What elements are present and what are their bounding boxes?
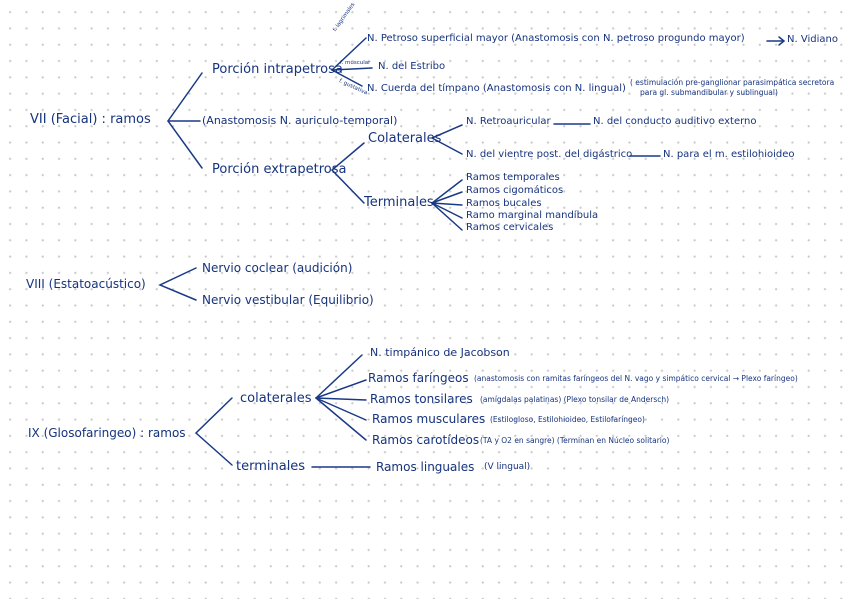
arrow-vidiano xyxy=(766,36,786,46)
line-intra-cuerda xyxy=(331,69,363,87)
facial-colaterales: Colaterales xyxy=(368,131,442,146)
facial-retroauricular: N. Retroauricular xyxy=(466,116,551,127)
facial-root: VII (Facial) : ramos xyxy=(30,112,151,127)
facial-cuerda-note-2: para gl. submandibular y sublingual) xyxy=(640,88,778,97)
ix-musculares: Ramos musculares xyxy=(372,412,486,426)
facial-cuerda: N. Cuerda del tímpano (Anastomosis con N… xyxy=(367,83,626,94)
ix-colaterales: colaterales xyxy=(240,391,312,406)
facial-estilohioideo: N. para el m. estilohioideo xyxy=(663,149,795,160)
viii-coclear: Nervio coclear (audición) xyxy=(202,261,353,275)
line-ix-col-musculares xyxy=(315,397,367,421)
facial-extrapetrosa: Porción extrapetrosa xyxy=(212,162,347,177)
facial-ramo-5: Ramos cervicales xyxy=(466,222,554,233)
brace-extra xyxy=(330,142,365,204)
brace-colaterales xyxy=(430,124,463,155)
ix-linguales: Ramos linguales xyxy=(376,460,475,474)
line-term-1 xyxy=(431,191,463,204)
facial-intrapetrosa: Porción intrapetrosa xyxy=(212,62,343,77)
ix-musculares-note: (Estilogloso, Estilohioideo, Estilofarín… xyxy=(490,415,645,424)
facial-sub-label-2: f. muscular xyxy=(340,60,371,66)
facial-auriculo: (Anastomosis N. auriculo-temporal) xyxy=(202,114,398,127)
facial-estribo: N. del Estribo xyxy=(378,61,446,72)
ix-terminales: terminales xyxy=(236,459,306,474)
ix-carotideos: Ramos carotídeos xyxy=(372,433,480,447)
ix-carotideos-note: (TA y O2 en sangre) (Terminan en Núcleo … xyxy=(480,436,670,445)
ix-tonsilares: Ramos tonsilares xyxy=(370,392,473,406)
facial-petroso: N. Petroso superficial mayor (Anastomosi… xyxy=(367,33,745,44)
ix-timpanico: N. timpánico de Jacobson xyxy=(370,346,510,359)
brace-viii xyxy=(158,267,197,301)
ix-faringeos-note: (anastomosis con ramitas faríngeos del N… xyxy=(474,374,798,383)
facial-vidiano: N. Vidiano xyxy=(787,34,838,45)
line-term-3 xyxy=(431,202,463,219)
facial-ramo-3: Ramos bucales xyxy=(466,198,542,209)
facial-digastrico: N. del vientre post. del digástrico xyxy=(466,149,633,160)
line-intra-petroso xyxy=(331,37,367,71)
line-ix-col-carotideos xyxy=(315,397,367,441)
facial-ramo-2: Ramos cigomáticos xyxy=(466,185,564,196)
viii-root: VIII (Estatoacústico) xyxy=(26,277,146,291)
ix-tonsilares-note: (amígdalas palatinas) (Plexo tonsilar de… xyxy=(480,395,670,404)
facial-conducto: N. del conducto auditivo externo xyxy=(593,116,757,127)
ix-faringeos: Ramos faríngeos xyxy=(368,371,469,385)
facial-ramo-1: Ramos temporales xyxy=(466,172,560,183)
brace-ix-col-top xyxy=(315,354,367,399)
viii-vestibular: Nervio vestibular (Equilibrio) xyxy=(202,293,374,307)
facial-ramo-4: Ramo marginal mandíbula xyxy=(466,210,599,221)
line-ix-col-tonsilares xyxy=(315,397,367,401)
brace-ix xyxy=(194,397,233,466)
facial-terminales: Terminales xyxy=(364,195,434,210)
ix-root: IX (Glosofaringeo) : ramos xyxy=(28,426,186,440)
line-term-2 xyxy=(431,202,463,206)
line-intra-estribo xyxy=(331,67,373,71)
facial-cuerda-note-1: ( estimulación pre-ganglionar parasimpát… xyxy=(630,78,835,87)
ix-linguales-note: (V lingual) xyxy=(484,462,531,472)
